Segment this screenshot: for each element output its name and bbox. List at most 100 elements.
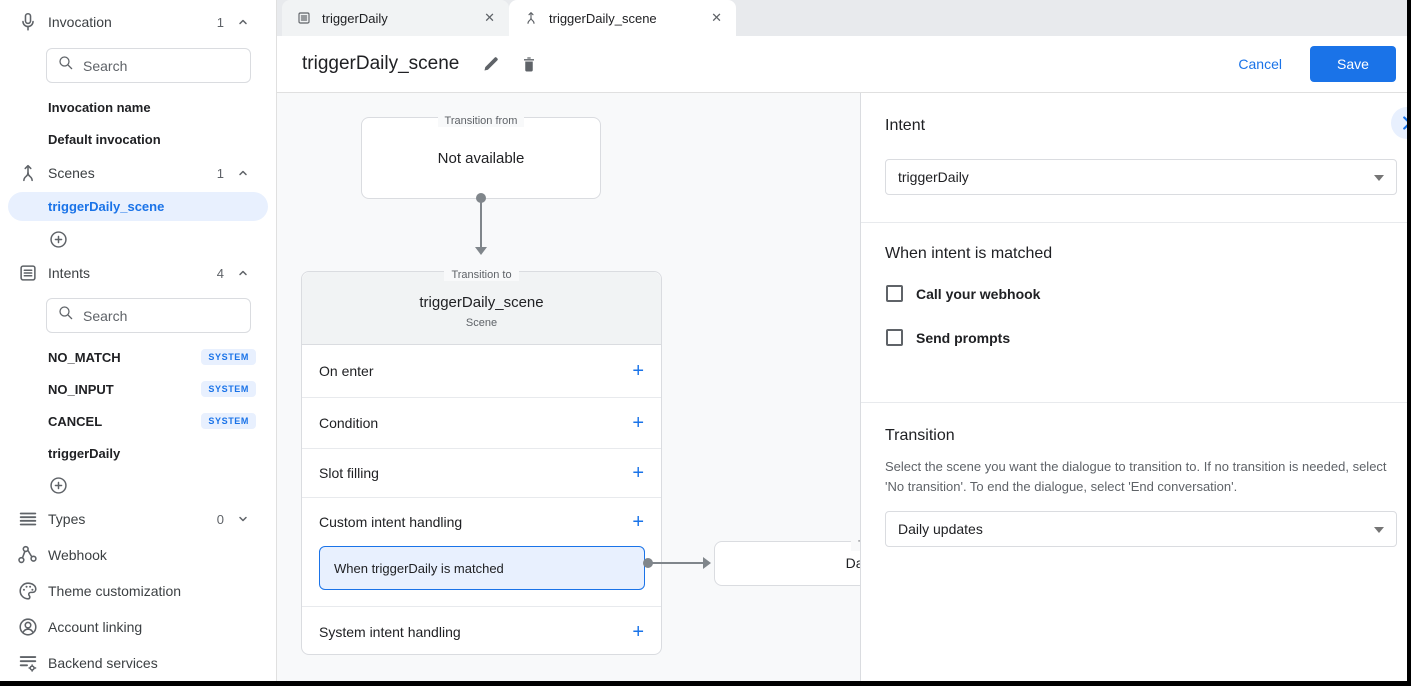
section-label: Invocation (48, 14, 112, 30)
arrowhead-down-icon (475, 247, 487, 255)
intent-select-value: triggerDaily (898, 169, 969, 185)
invocation-search-box (46, 48, 251, 83)
transition-description: Select the scene you want the dialogue t… (885, 459, 1387, 494)
intents-search-input[interactable] (83, 307, 240, 324)
invocation-search-input[interactable] (83, 57, 240, 74)
transition-select-value: Daily updates (898, 521, 983, 537)
row-condition[interactable]: Condition + (302, 398, 661, 449)
main-area: triggerDaily ✕ triggerDaily_scene ✕ trig… (277, 0, 1407, 681)
intent-handler-selected[interactable]: When triggerDaily is matched (319, 546, 645, 590)
checkbox-unchecked[interactable] (886, 329, 903, 346)
scene-card: Transition to triggerDaily_scene Scene O… (301, 269, 662, 655)
sidebar-section-types[interactable]: Types 0 (0, 505, 276, 533)
tab-label: triggerDaily (322, 10, 388, 26)
sidebar-item-webhook[interactable]: Webhook (0, 541, 276, 569)
transition-from-value: Not available (437, 150, 525, 167)
add-icon[interactable]: + (632, 511, 644, 533)
connector-dot (476, 193, 486, 203)
transition-from-box: Transition from Not available (361, 115, 601, 199)
intent-list-icon (296, 10, 312, 26)
send-prompts-checkbox-row[interactable]: Send prompts (886, 329, 1010, 346)
when-matched-heading: When intent is matched (885, 245, 1053, 262)
cancel-button[interactable]: Cancel (1238, 56, 1282, 72)
section-label: Intents (48, 265, 91, 281)
row-on-enter[interactable]: On enter + (302, 345, 661, 398)
section-count: 4 (216, 265, 224, 281)
close-icon[interactable]: ✕ (484, 10, 495, 25)
close-icon[interactable]: ✕ (711, 10, 722, 25)
delete-trash-icon[interactable] (519, 54, 539, 74)
intent-heading: Intent (885, 117, 926, 134)
add-icon[interactable]: + (632, 462, 644, 484)
row-slot-filling[interactable]: Slot filling + (302, 449, 661, 498)
add-icon[interactable]: + (632, 620, 644, 643)
add-icon[interactable]: + (632, 360, 644, 382)
sidebar-item-account-linking[interactable]: Account linking (0, 613, 276, 641)
checkbox-unchecked[interactable] (886, 285, 903, 302)
sidebar-section-scenes[interactable]: Scenes 1 (0, 159, 276, 187)
chevron-up-icon[interactable] (234, 264, 252, 282)
call-webhook-checkbox-row[interactable]: Call your webhook (886, 285, 1040, 302)
add-intent-icon[interactable] (48, 475, 70, 497)
connector-dot (643, 558, 653, 568)
chevron-up-icon[interactable] (234, 164, 252, 182)
sidebar-item-cancel[interactable]: CANCEL SYSTEM (0, 411, 276, 431)
row-system-intent-handling[interactable]: System intent handling + (319, 620, 644, 643)
search-icon (57, 54, 75, 77)
section-count: 1 (216, 14, 224, 30)
sidebar-item-backend-services[interactable]: Backend services (0, 649, 276, 677)
scene-split-icon (16, 162, 40, 184)
divider (861, 402, 1407, 403)
save-button[interactable]: Save (1310, 46, 1396, 82)
intent-list-icon (16, 262, 40, 284)
palette-icon (16, 580, 40, 602)
system-badge: SYSTEM (201, 349, 256, 365)
scene-card-title: triggerDaily_scene (419, 294, 544, 311)
sidebar-item-invocation-name[interactable]: Invocation name (48, 99, 151, 115)
window-edge (0, 681, 1411, 686)
transition-target-box[interactable]: Transition to Daily updates (714, 539, 860, 586)
intents-search-box (46, 298, 251, 333)
chevron-down-icon[interactable] (234, 510, 252, 528)
intent-select[interactable]: triggerDaily (885, 159, 1397, 195)
sidebar-item-default-invocation[interactable]: Default invocation (48, 131, 161, 147)
sidebar-item-triggerDaily-scene-selected[interactable]: triggerDaily_scene (8, 192, 268, 221)
microphone-icon (16, 11, 40, 33)
connector-line-vertical (480, 199, 482, 249)
section-count: 0 (216, 511, 224, 527)
system-badge: SYSTEM (201, 413, 256, 429)
transition-heading: Transition (885, 427, 955, 444)
add-scene-icon[interactable] (48, 229, 70, 251)
webhook-nodes-icon (16, 544, 40, 566)
intent-details-panel: Intent triggerDaily When intent is match… (860, 93, 1407, 681)
row-custom-intent-handling: Custom intent handling + When triggerDai… (302, 498, 661, 607)
transition-target-value: Daily updates (845, 555, 860, 571)
sidebar-item-triggerDaily[interactable]: triggerDaily (48, 445, 121, 461)
sidebar-section-invocation[interactable]: Invocation 1 (0, 8, 276, 36)
sidebar-item-theme-customization[interactable]: Theme customization (0, 577, 276, 605)
chevron-up-icon[interactable] (234, 13, 252, 31)
add-icon[interactable]: + (632, 412, 644, 434)
page-title: triggerDaily_scene (302, 53, 460, 74)
tab-label: triggerDaily_scene (549, 10, 657, 26)
tab-triggerDaily-scene[interactable]: triggerDaily_scene ✕ (509, 0, 736, 36)
connector-line-horizontal (651, 562, 703, 564)
transition-select[interactable]: Daily updates (885, 511, 1397, 547)
sidebar: Invocation 1 Invocation name Default inv… (0, 0, 277, 681)
sidebar-item-no-match[interactable]: NO_MATCH SYSTEM (0, 347, 276, 367)
search-icon (57, 304, 75, 327)
dropdown-caret-icon (1374, 527, 1384, 533)
sidebar-section-intents[interactable]: Intents 4 (0, 259, 276, 287)
services-gear-icon (16, 652, 40, 674)
tab-bar: triggerDaily ✕ triggerDaily_scene ✕ (277, 0, 1407, 36)
sidebar-item-no-input[interactable]: NO_INPUT SYSTEM (0, 379, 276, 399)
window-edge (1407, 0, 1411, 686)
section-count: 1 (216, 165, 224, 181)
scene-diagram-canvas: Transition from Not available Transition… (277, 93, 860, 681)
system-badge: SYSTEM (201, 381, 256, 397)
tab-triggerDaily[interactable]: triggerDaily ✕ (282, 0, 509, 36)
scene-card-subtitle: Scene (465, 317, 498, 329)
transition-from-legend: Transition from (362, 111, 600, 129)
collapse-panel-button[interactable] (1391, 107, 1407, 139)
edit-pencil-icon[interactable] (481, 54, 501, 74)
